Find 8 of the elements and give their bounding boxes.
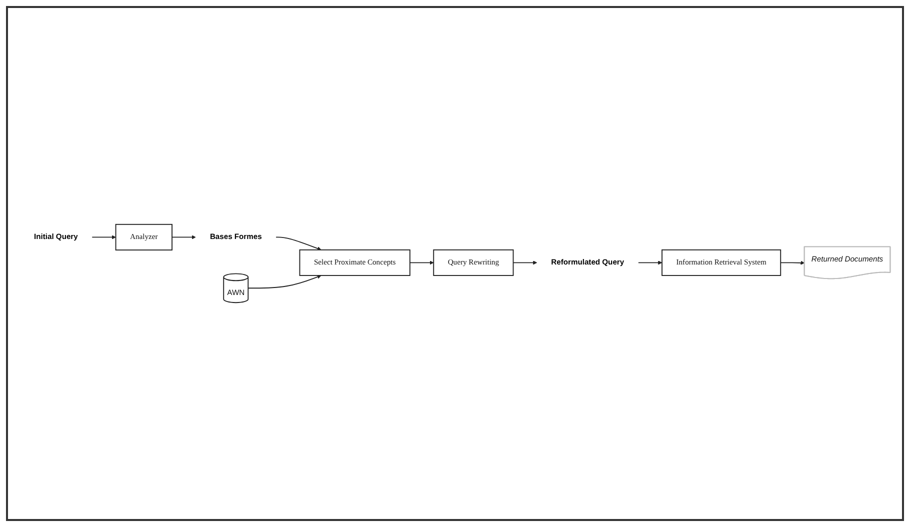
arrow <box>172 235 196 240</box>
arrow <box>276 236 322 250</box>
arrow <box>780 260 805 265</box>
arrow <box>512 260 538 265</box>
arrow <box>409 260 434 265</box>
arrow <box>638 260 662 265</box>
arrow <box>248 274 322 289</box>
arrow <box>92 235 116 240</box>
